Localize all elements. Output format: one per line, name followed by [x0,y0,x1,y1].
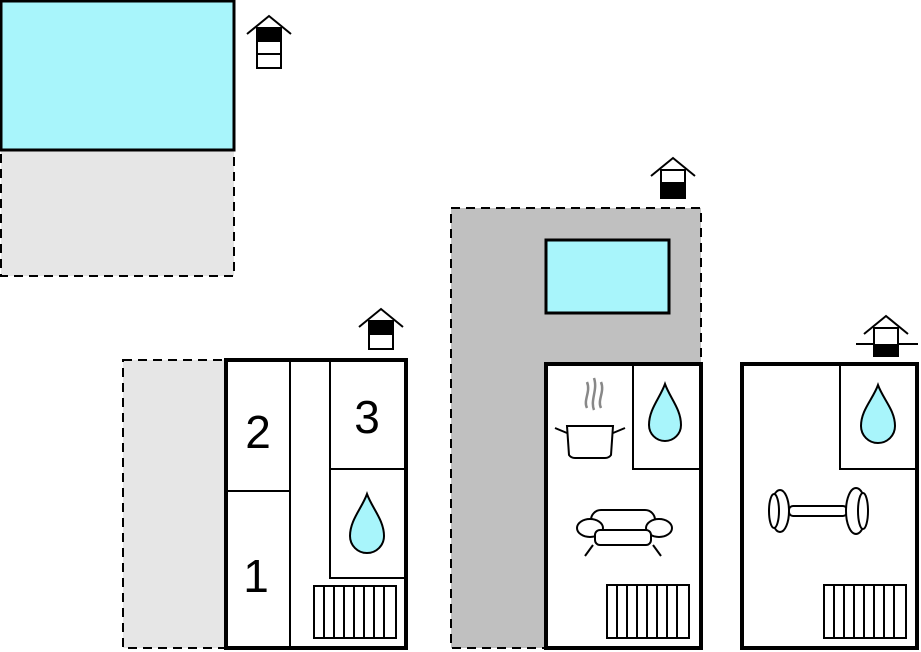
room-2-label: 2 [245,406,271,458]
building-1: 2 3 1 [224,358,408,650]
water-drop-icon [647,381,683,442]
house-level-icon [650,156,696,199]
sofa-icon [576,509,673,557]
dumbbell-icon [768,487,869,535]
pool-top-left [0,0,236,152]
radiator-icon [823,584,907,639]
terrace-top-left [0,149,235,277]
cooking-pot-icon [554,377,626,459]
water-drop-icon [859,382,897,444]
house-level-icon [856,314,918,357]
house-level-icon [358,307,404,350]
water-drop-icon [348,491,386,554]
terrace-left [122,359,227,649]
building-2 [544,362,703,650]
house-level-icon [246,14,292,69]
building-3 [740,362,919,650]
radiator-icon [606,584,690,639]
pool-middle [544,238,671,315]
radiator-icon [313,585,397,639]
room-3-label: 3 [354,391,380,443]
room-1-label: 1 [243,550,269,602]
